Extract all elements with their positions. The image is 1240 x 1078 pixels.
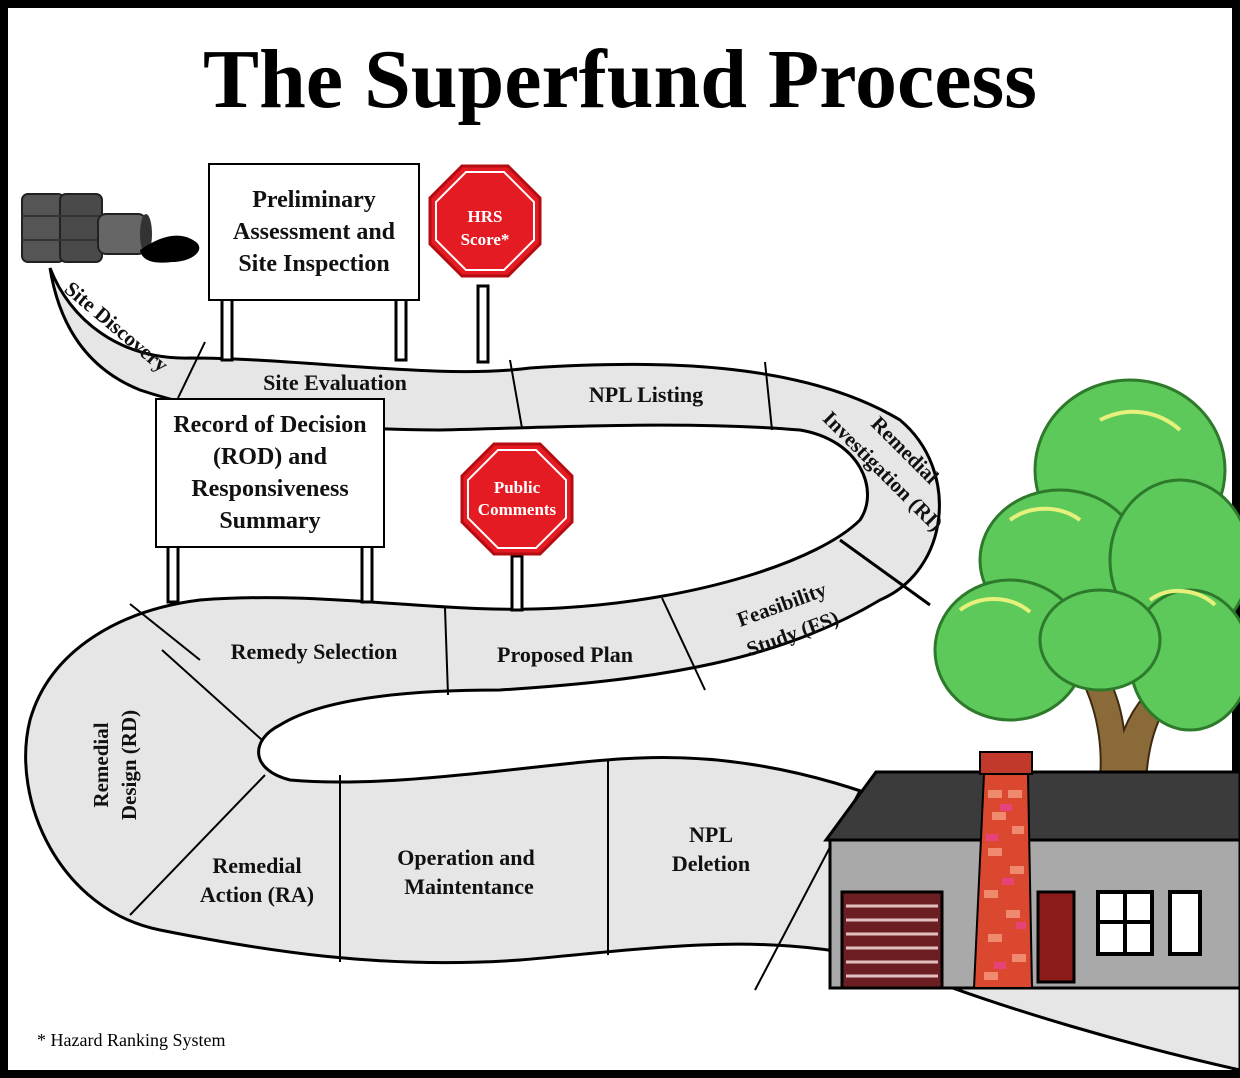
- step-om-line2: Maintentance: [404, 874, 534, 899]
- public-comments-stop-sign-icon: [460, 442, 574, 556]
- step-npl-listing: NPL Listing: [589, 382, 703, 407]
- pa-si-sign: Preliminary Assessment and Site Inspecti…: [208, 163, 420, 301]
- step-om-line1: Operation and: [397, 845, 535, 870]
- page-title: The Superfund Process: [203, 33, 1037, 126]
- public-comments-label-line2: Comments: [478, 500, 557, 519]
- hrs-label-line1: HRS: [468, 207, 503, 226]
- step-proposed-plan: Proposed Plan: [497, 642, 633, 667]
- tree-icon: [933, 378, 1240, 781]
- step-npl-deletion-line2: Deletion: [672, 851, 750, 876]
- step-site-evaluation: Site Evaluation: [263, 370, 407, 395]
- footnote: * Hazard Ranking System: [37, 1030, 226, 1050]
- step-ra-line1: Remedial: [212, 853, 301, 878]
- step-ra-line2: Action (RA): [200, 882, 314, 907]
- step-rd-line2: Design (RD): [117, 710, 141, 820]
- waste-barrels-icon: [21, 193, 200, 263]
- hrs-stop-sign-icon: [428, 164, 542, 278]
- house-icon: [823, 751, 1240, 990]
- rod-sign: Record of Decision (ROD) and Responsiven…: [155, 398, 385, 548]
- hrs-label-line2: Score*: [461, 230, 510, 249]
- step-rd-line1: Remedial: [89, 722, 113, 807]
- public-comments-label-line1: Public: [494, 478, 541, 497]
- step-remedy-selection: Remedy Selection: [231, 639, 398, 664]
- step-npl-deletion-line1: NPL: [689, 822, 733, 847]
